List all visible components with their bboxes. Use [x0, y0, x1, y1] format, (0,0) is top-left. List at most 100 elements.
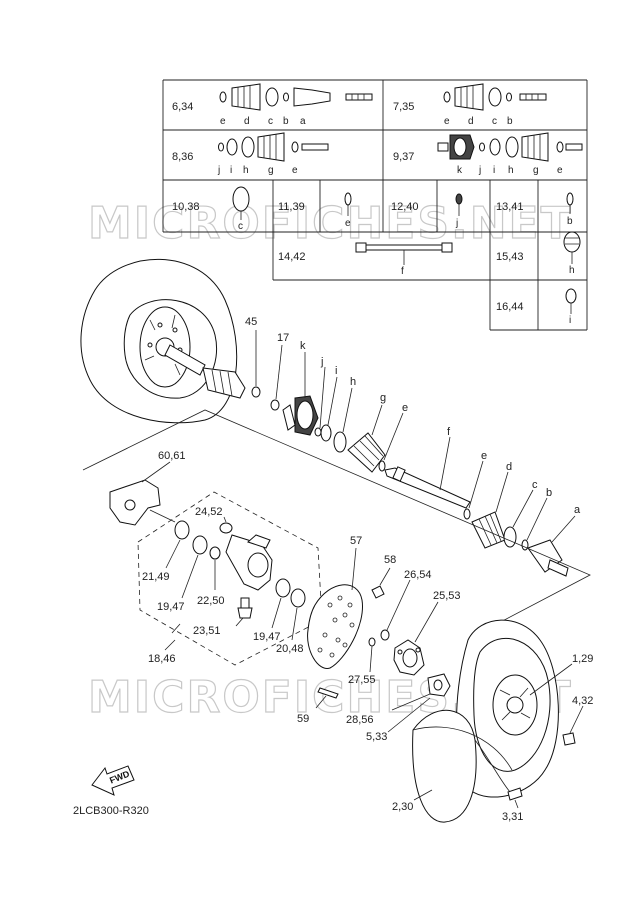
callout-3-31: 3,31: [502, 811, 523, 823]
callout-26-54: 26,54: [404, 569, 432, 581]
kit-9-37-letter-h: h: [508, 165, 514, 176]
callout-g: g: [380, 392, 386, 404]
kit-6-34-parts: [219, 83, 373, 111]
part-j-circlip: [314, 427, 322, 437]
callout-f: f: [447, 426, 451, 438]
kit-7-35-letter-c: c: [492, 116, 497, 127]
callout-5-33: 5,33: [366, 731, 387, 743]
part-4-32-valve-cap: [562, 732, 576, 746]
kit-label-16-44: 16,44: [496, 301, 524, 313]
callout-k: k: [300, 340, 306, 352]
callout-4-32: 4,32: [572, 695, 593, 707]
callout-24-52: 24,52: [195, 506, 223, 518]
callout-18-46: 18,46: [148, 653, 176, 665]
kit-8-36-letter-e: e: [292, 165, 298, 176]
callout-57: 57: [350, 535, 362, 547]
kit-16-44-letter-i: i: [569, 315, 571, 326]
kit-label-11-39: 11,39: [278, 201, 305, 213]
part-h-band: [333, 431, 347, 453]
part-e-clip-upper: [378, 460, 386, 472]
kit-7-35-letter-b: b: [507, 116, 513, 127]
part-23-51-ball-joint: [237, 597, 253, 619]
kit-8-36-letter-g: g: [268, 165, 274, 176]
kit-label-8-36: 8,36: [172, 151, 193, 163]
kit-9-37-letter-e: e: [557, 165, 563, 176]
wheel-assembly-upper: [80, 258, 238, 424]
callout-23-51: 23,51: [193, 625, 221, 637]
clip-e-icon: [344, 192, 352, 206]
kit-7-35-parts: [443, 83, 547, 111]
callout-c: c: [532, 479, 538, 491]
kit-7-35-letter-e: e: [444, 116, 450, 127]
part-27-55-pin: [368, 637, 376, 647]
part-f-drive-shaft: [384, 466, 471, 509]
part-a-cv-joint: [527, 539, 569, 577]
diagram-code: 2LCB300-R320: [73, 805, 149, 817]
callout-45: 45: [245, 316, 257, 328]
callout-17: 17: [277, 332, 289, 344]
clamp-c-icon: [232, 186, 250, 212]
callout-60-61: 60,61: [158, 450, 186, 462]
part-20-48-seal: [290, 588, 306, 608]
callout-h: h: [350, 376, 356, 388]
assembly-plane-outline: [82, 409, 591, 639]
part-i-ring: [320, 424, 332, 442]
callout-28-56: 28,56: [346, 714, 374, 726]
part-3-31-valve: [507, 787, 523, 801]
callout-2-30: 2,30: [392, 801, 413, 813]
callout-e-upper: e: [402, 402, 408, 414]
front-tire-sidewall: [412, 709, 477, 823]
kit-8-36-letter-j: j: [217, 165, 220, 176]
part-58-bolt: [371, 585, 385, 599]
part-g-boot: [347, 432, 386, 473]
kit-9-37-letter-k: k: [457, 165, 463, 176]
callout-1-29: 1,29: [572, 653, 593, 665]
part-e-clip-lower: [463, 508, 471, 520]
part-d-boot: [471, 511, 506, 549]
kit-8-36-letter-i: i: [230, 165, 232, 176]
part-k-outer-race: [282, 395, 319, 436]
callout-59: 59: [297, 713, 309, 725]
watermark-top: MICROFICHES.NET: [88, 198, 573, 249]
kit-9-37-letter-i: i: [493, 165, 495, 176]
callout-25-53: 25,53: [433, 590, 461, 602]
kit-label-10-38: 10,38: [172, 201, 200, 213]
kit-8-36-parts: [218, 132, 329, 162]
kit-9-37-letter-g: g: [533, 165, 539, 176]
kit-6-34-letter-d: d: [244, 116, 250, 127]
callout-19-47-left: 19,47: [157, 601, 185, 613]
part-25-53-hub: [393, 639, 425, 676]
kit-11-39-letter-e: e: [345, 218, 351, 229]
callout-d: d: [506, 461, 512, 473]
drive-shaft-f-icon: [355, 242, 453, 265]
kit-12-40-letter-j: j: [455, 218, 458, 229]
part-b-clip: [521, 539, 529, 551]
part-17-clip: [270, 399, 280, 411]
kit-9-37-parts: [437, 132, 583, 162]
ring-i-icon: [565, 288, 577, 304]
kit-6-34-letter-c: c: [268, 116, 273, 127]
kit-8-36-letter-h: h: [243, 165, 249, 176]
part-21-49-seal: [174, 520, 190, 540]
steering-knuckle: [225, 534, 273, 591]
clip-b-icon: [566, 192, 574, 206]
part-19-47-bearing-right: [275, 578, 291, 598]
callout-20-48: 20,48: [276, 643, 304, 655]
kit-label-13-41: 13,41: [496, 201, 524, 213]
callout-27-55: 27,55: [348, 674, 376, 686]
band-h-icon: [563, 231, 581, 253]
callout-58: 58: [384, 554, 396, 566]
kit-label-6-34: 6,34: [172, 101, 193, 113]
callout-a: a: [574, 504, 581, 516]
kit-6-34-letter-a: a: [300, 116, 306, 127]
kit-14-42-letter-f: f: [401, 266, 404, 277]
part-c-band: [503, 526, 517, 548]
callout-21-49: 21,49: [142, 571, 170, 583]
kit-6-34-letter-b: b: [283, 116, 289, 127]
kit-15-43-letter-h: h: [569, 265, 575, 276]
part-22-50-spacer: [209, 546, 221, 560]
kit-7-35-letter-d: d: [468, 116, 474, 127]
kit-9-37-letter-j: j: [478, 165, 481, 176]
kit-label-12-40: 12,40: [391, 201, 419, 213]
